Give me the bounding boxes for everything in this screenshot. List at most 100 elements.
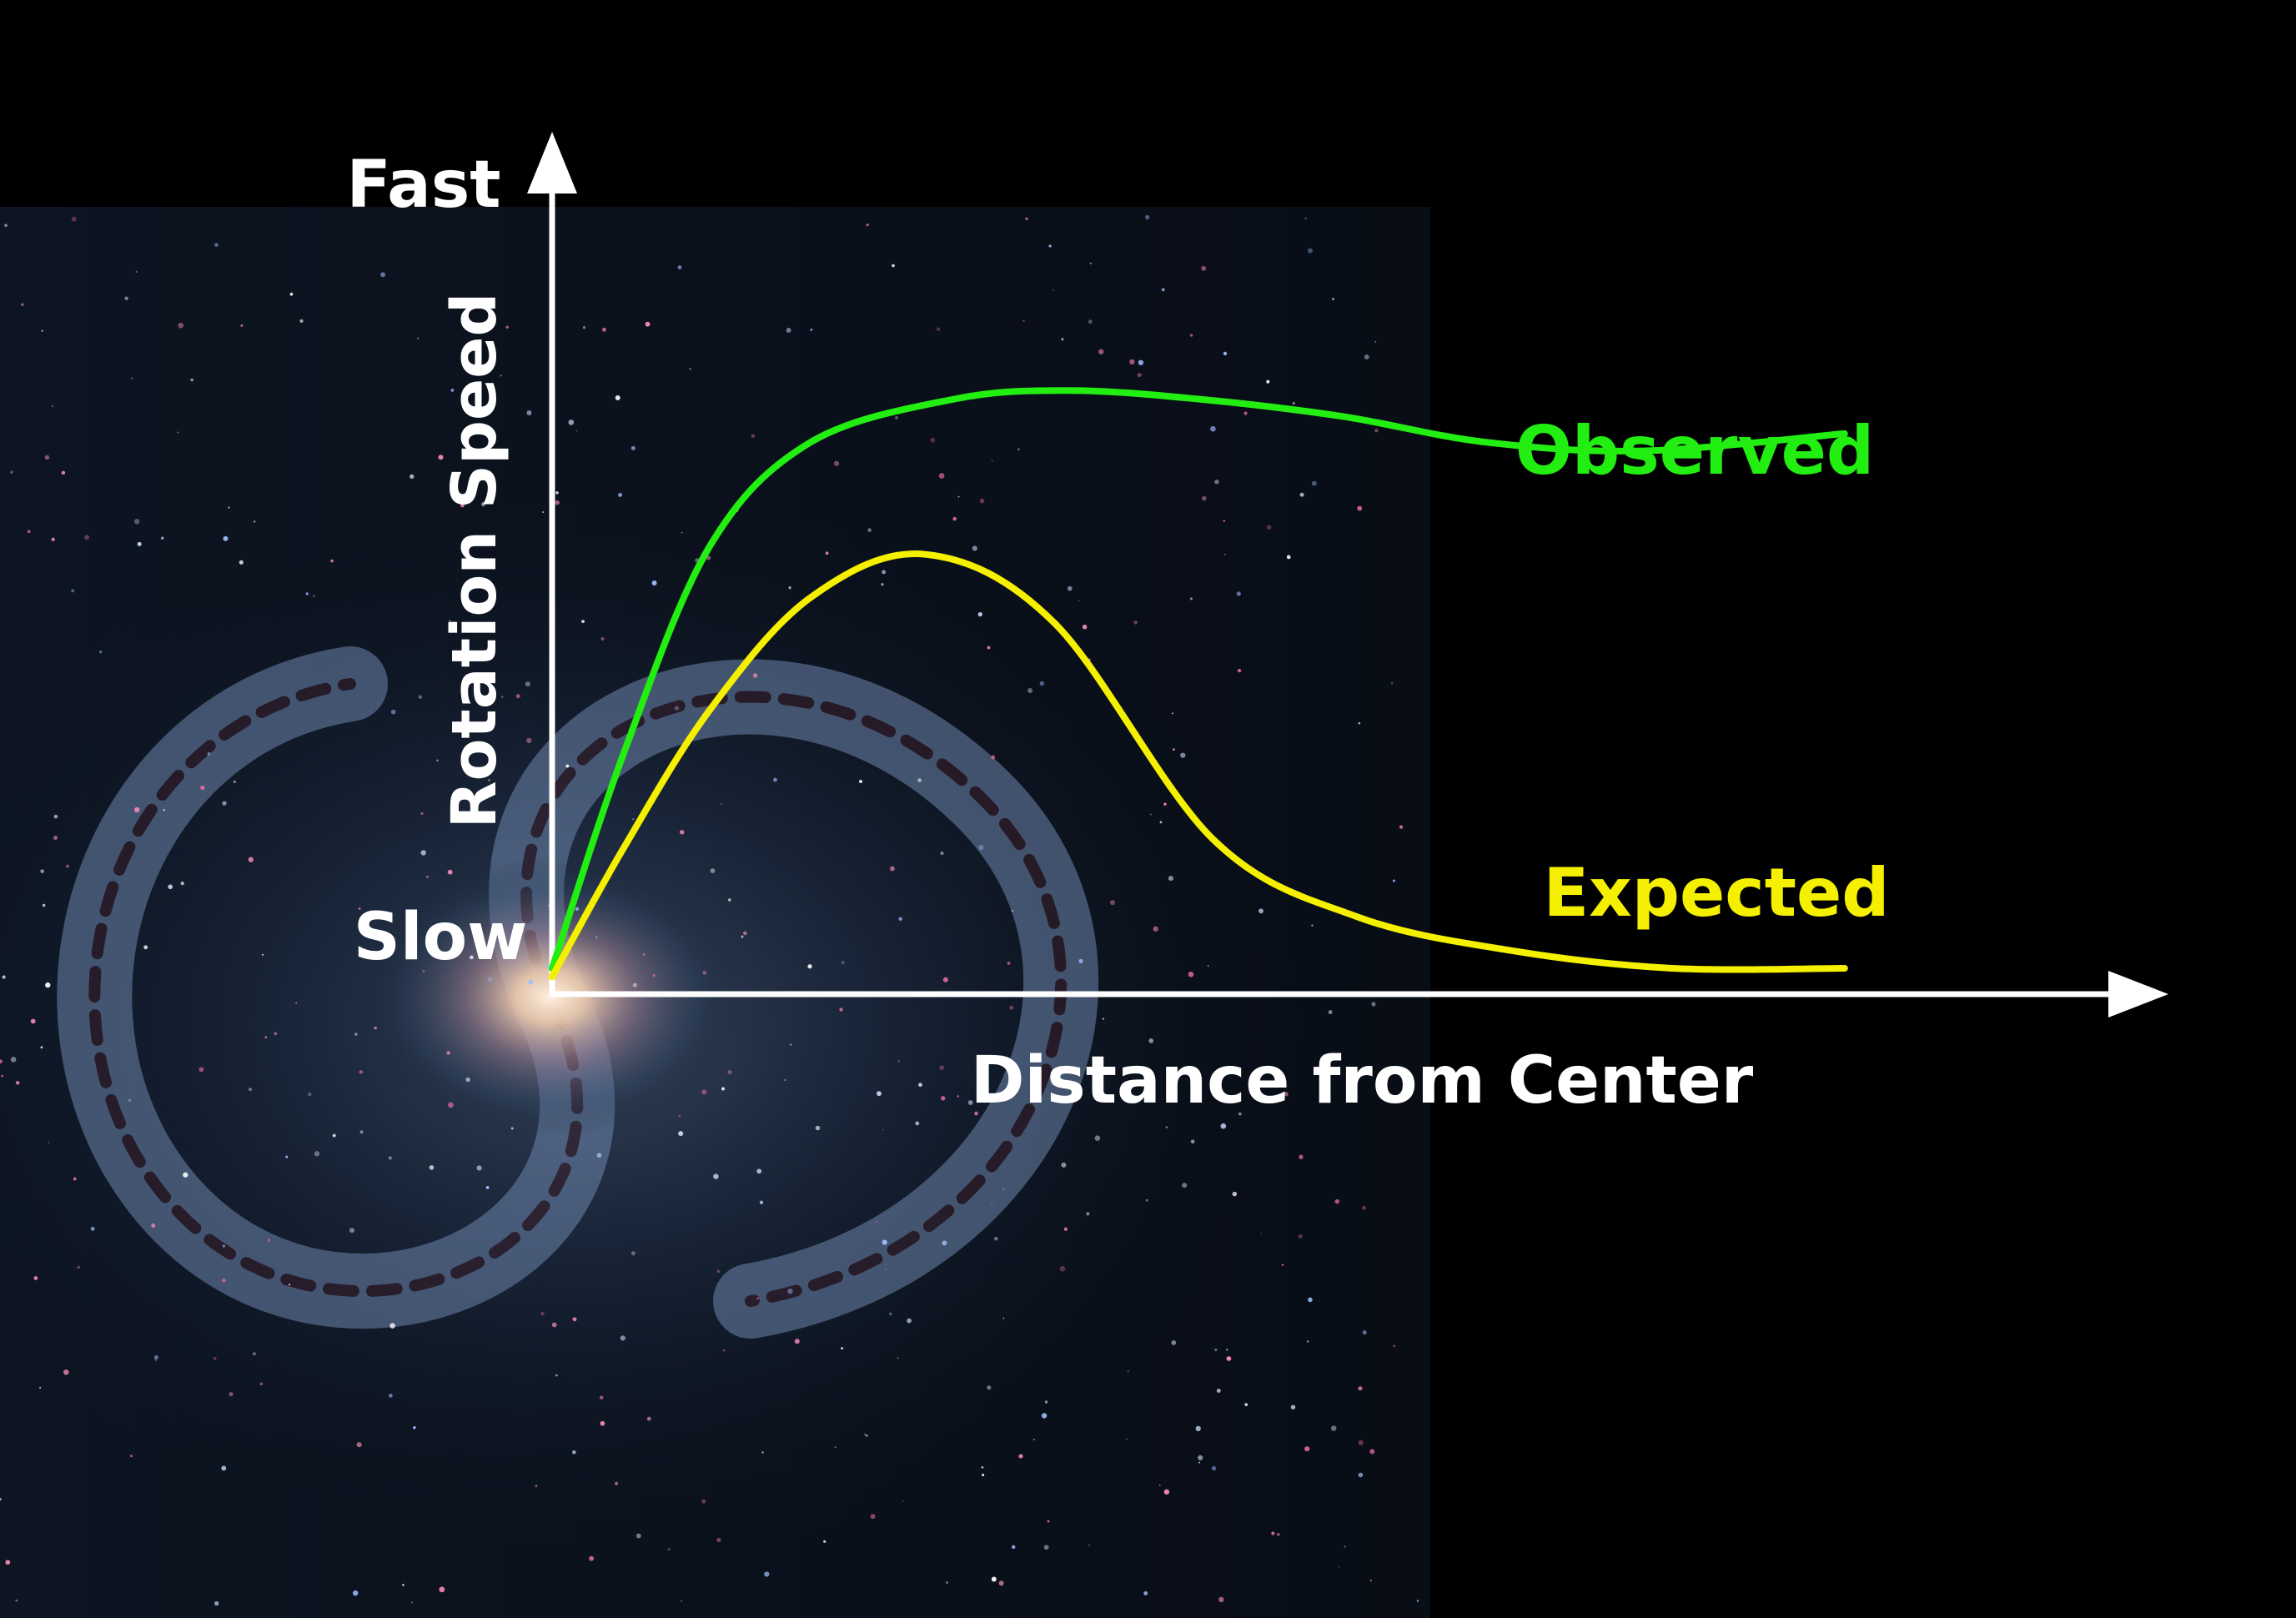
star: [679, 830, 685, 835]
star: [299, 319, 304, 323]
star: [222, 1244, 226, 1248]
star: [681, 1600, 683, 1602]
star: [510, 1127, 514, 1130]
star: [987, 646, 991, 650]
star: [198, 1067, 204, 1073]
star: [632, 818, 635, 821]
star: [930, 437, 936, 443]
star: [1369, 1579, 1372, 1582]
star: [581, 620, 585, 623]
star: [450, 389, 455, 392]
star: [359, 1130, 364, 1134]
star: [439, 1586, 445, 1593]
star: [214, 243, 219, 247]
star: [784, 1079, 786, 1081]
star: [884, 1269, 887, 1270]
star: [40, 869, 44, 873]
star: [1133, 620, 1138, 625]
star: [485, 1186, 490, 1189]
star: [1138, 359, 1144, 365]
star: [1188, 972, 1194, 977]
star: [991, 755, 996, 760]
star: [825, 551, 829, 555]
star: [773, 777, 777, 782]
star: [1214, 1348, 1218, 1352]
star: [500, 374, 502, 377]
star: [356, 1442, 362, 1448]
star: [248, 857, 254, 862]
star: [420, 850, 426, 856]
star: [572, 1317, 577, 1322]
star: [267, 1238, 271, 1243]
star: [1371, 1002, 1376, 1007]
series-layer: [549, 387, 1848, 981]
star: [1190, 1139, 1195, 1144]
star: [505, 325, 509, 329]
star: [645, 321, 651, 327]
star: [572, 1450, 576, 1455]
chart-axes: [527, 132, 2168, 1018]
star: [1094, 1135, 1101, 1141]
star: [33, 1276, 38, 1280]
star: [1338, 1566, 1340, 1568]
star: [168, 884, 173, 890]
star: [540, 1312, 545, 1316]
star: [1211, 1465, 1217, 1471]
star: [1358, 721, 1361, 725]
star: [1358, 1472, 1364, 1478]
star: [727, 898, 731, 902]
star: [254, 520, 256, 523]
star: [897, 1060, 900, 1063]
star: [1078, 600, 1080, 601]
star: [938, 473, 945, 479]
star: [160, 536, 164, 540]
star: [314, 1151, 320, 1157]
star: [565, 764, 570, 768]
star: [751, 434, 756, 438]
star: [602, 327, 606, 332]
star: [1182, 1183, 1188, 1188]
star: [1109, 900, 1116, 906]
star: [1025, 217, 1028, 220]
star: [137, 541, 142, 546]
star: [681, 531, 683, 534]
star: [460, 503, 465, 508]
star: [15, 1080, 20, 1085]
star: [1223, 553, 1226, 556]
star: [133, 518, 140, 525]
star: [701, 1499, 706, 1504]
star: [1358, 1386, 1363, 1391]
star: [1153, 926, 1158, 932]
star: [1328, 1010, 1333, 1015]
star: [426, 875, 430, 878]
star: [1149, 813, 1152, 816]
star: [615, 395, 620, 400]
star: [542, 511, 545, 514]
star: [222, 1279, 226, 1283]
star: [915, 1121, 920, 1126]
star: [741, 935, 744, 938]
series-line-expected: [549, 550, 1848, 981]
star: [957, 495, 960, 498]
x-axis-arrowhead: [2108, 971, 2168, 1018]
star: [1390, 682, 1394, 685]
star: [1198, 1455, 1203, 1461]
star: [411, 1601, 413, 1604]
star: [993, 1236, 998, 1241]
star: [44, 455, 50, 460]
star: [756, 1297, 760, 1300]
star: [1266, 379, 1270, 384]
star: [1067, 585, 1073, 591]
star: [1189, 597, 1193, 600]
star: [389, 1323, 395, 1329]
star: [526, 737, 532, 744]
star: [882, 1239, 887, 1245]
star: [313, 595, 315, 597]
star: [1357, 505, 1363, 511]
star: [295, 1002, 298, 1004]
star: [689, 368, 691, 370]
star: [476, 1165, 482, 1171]
star: [1202, 495, 1207, 501]
star: [787, 1288, 793, 1294]
y-tick-label-fast: Fast: [346, 148, 500, 223]
